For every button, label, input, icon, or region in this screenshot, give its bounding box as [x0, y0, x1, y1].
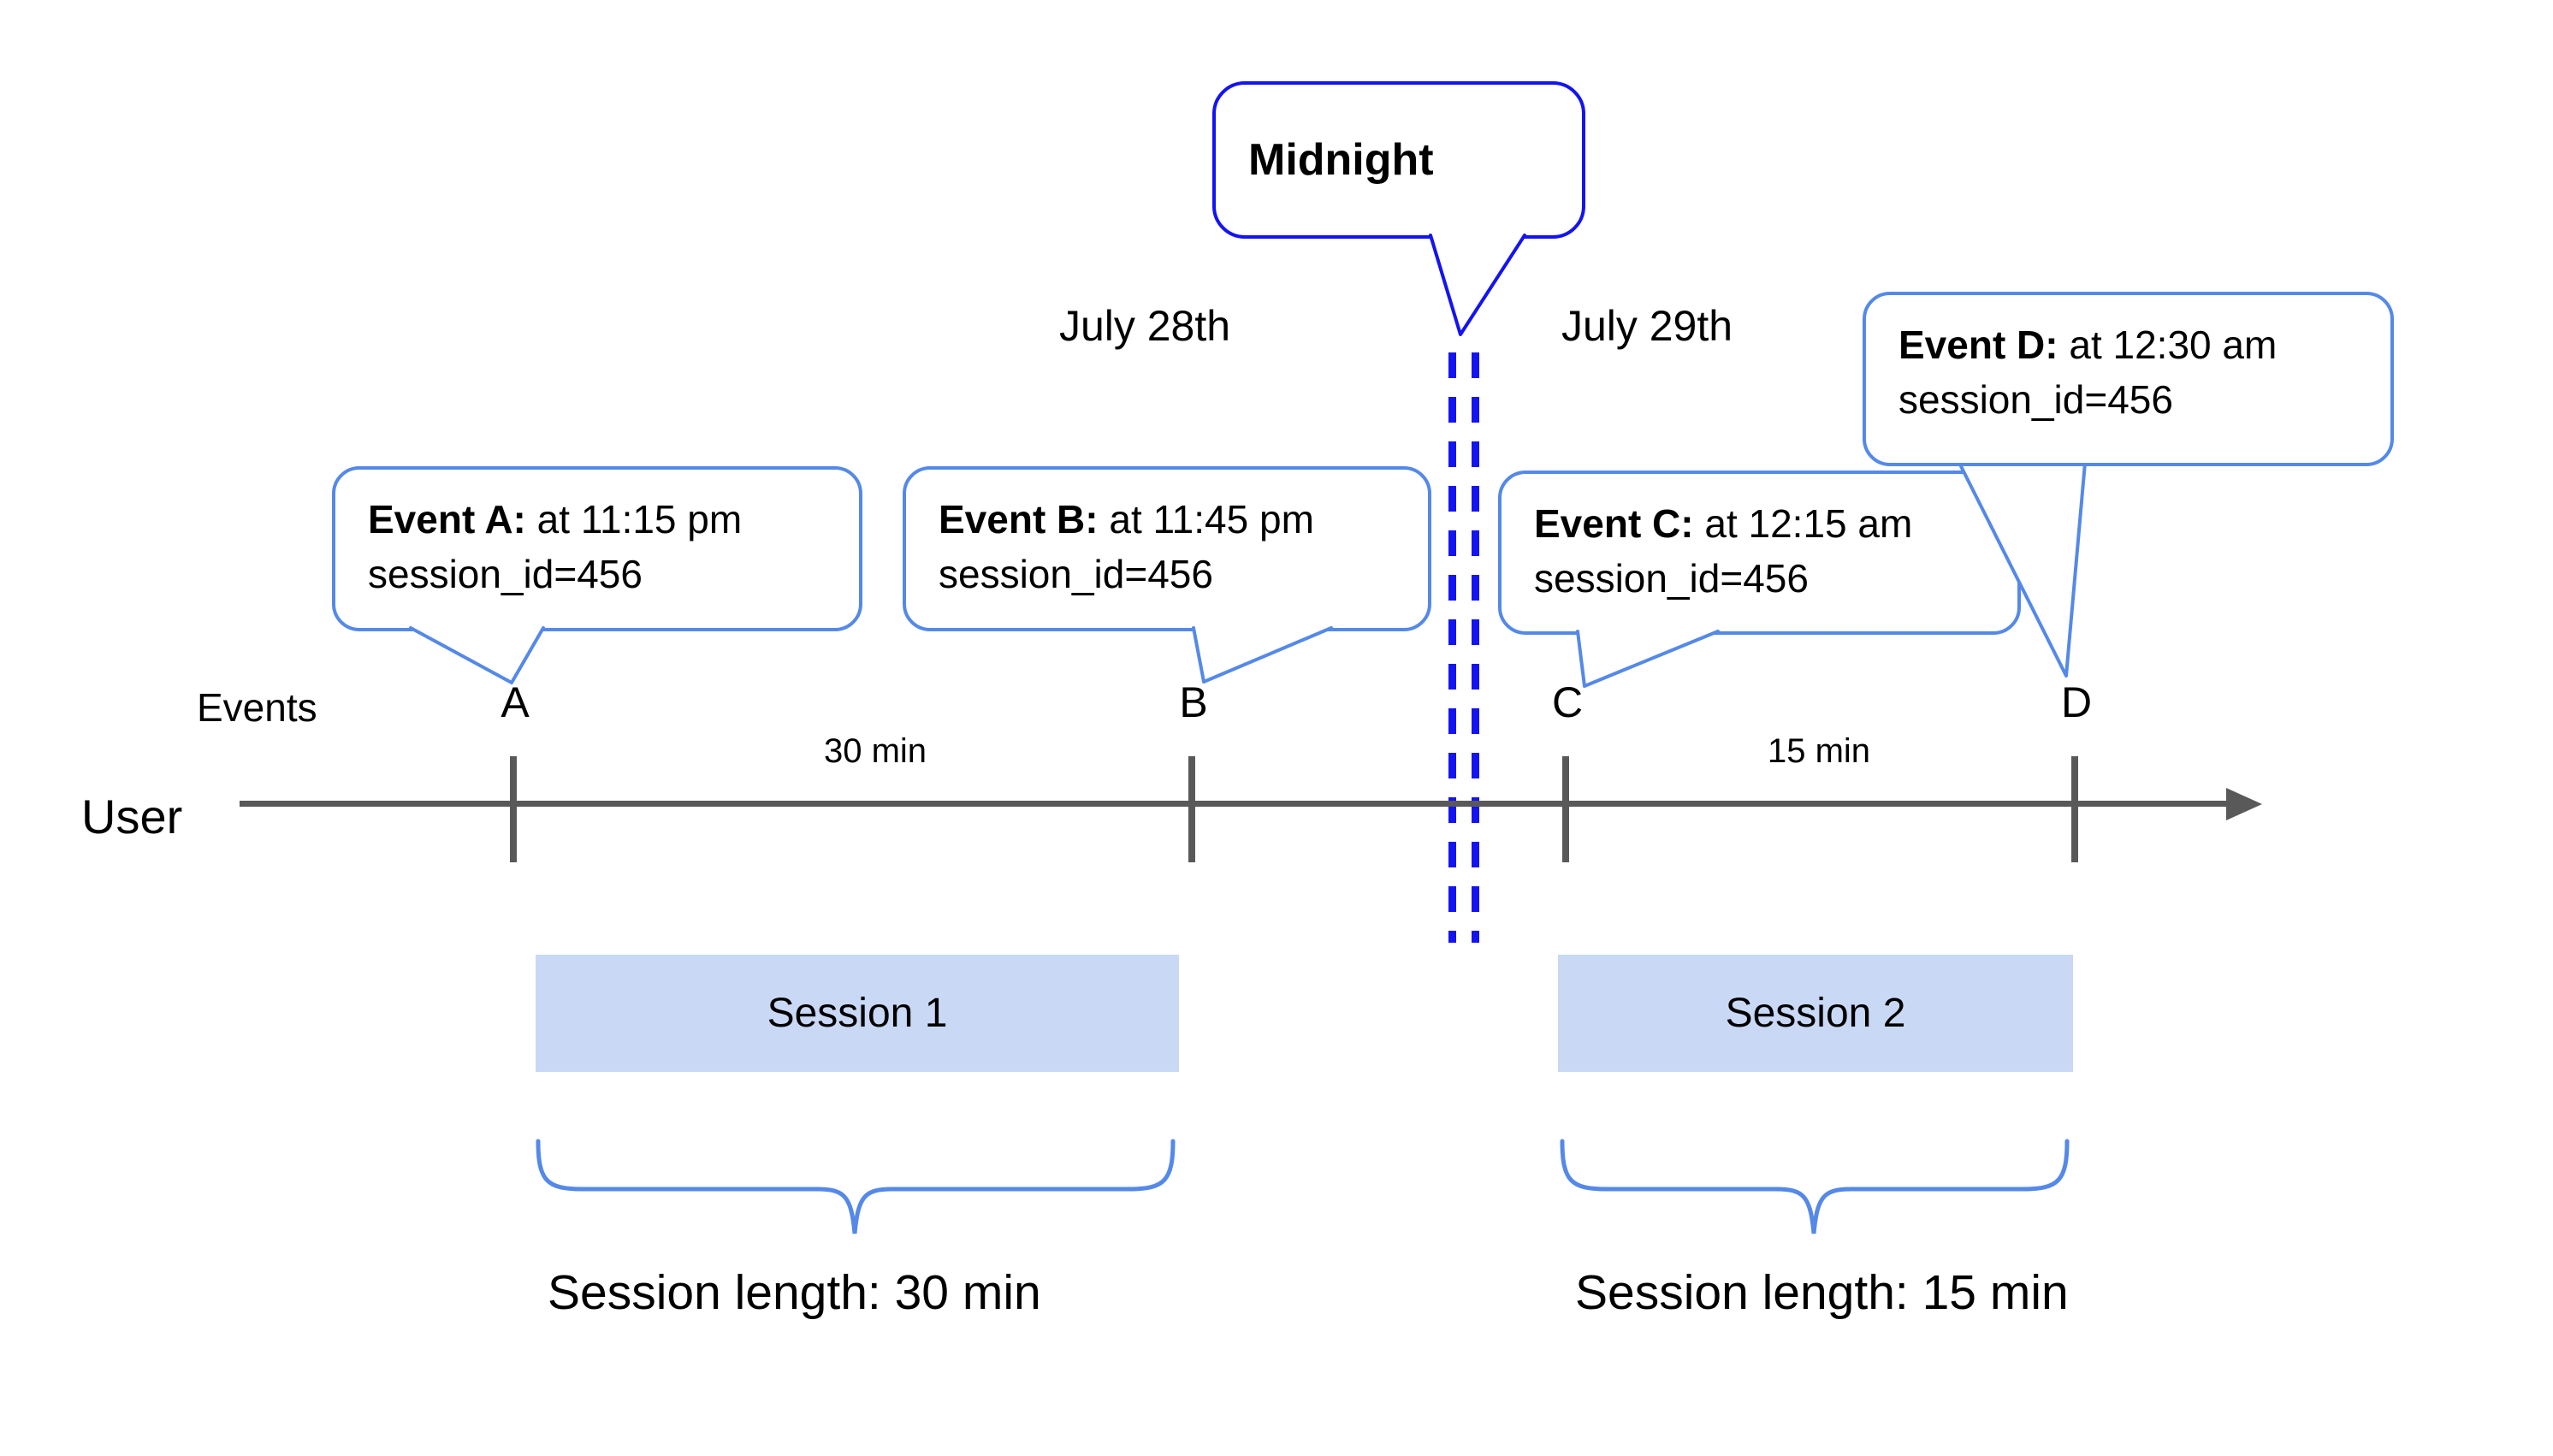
event-a-tick — [510, 756, 517, 862]
event-a-callout-tail — [409, 626, 545, 684]
date-label-july-28: July 28th — [1058, 302, 1231, 350]
session-2-brace — [1560, 1139, 2070, 1234]
event-a-title-line: Event A: at 11:15 pm — [368, 497, 743, 542]
session-2-label: Session 2 — [1725, 991, 1906, 1036]
gap-label-15min: 15 min — [1767, 732, 1871, 770]
event-b-callout-tail — [1192, 626, 1333, 684]
midnight-label: Midnight — [1248, 135, 1434, 185]
session-1-brace — [536, 1139, 1176, 1234]
event-d-title-line: Event D: at 12:30 am — [1898, 323, 2278, 367]
session-2-box: Session 2 — [1558, 955, 2073, 1072]
event-c-tick — [1562, 756, 1569, 862]
event-letter-b: B — [1179, 678, 1208, 726]
events-axis-label: Events — [197, 685, 317, 730]
midnight-divider-line-left — [1448, 352, 1456, 943]
session-1-box: Session 1 — [536, 955, 1179, 1072]
event-d-callout-tail — [1958, 461, 2087, 678]
event-letter-a: A — [501, 678, 530, 726]
event-letter-c: C — [1551, 678, 1584, 726]
event-d-session-line: session_id=456 — [1898, 377, 2173, 422]
user-axis-label: User — [81, 790, 183, 843]
event-b-title-line: Event B: at 11:45 pm — [939, 497, 1314, 542]
timeline-arrowhead-icon — [2226, 788, 2262, 820]
event-b-callout: Event B: at 11:45 pm session_id=456 — [903, 466, 1431, 631]
date-label-july-29: July 29th — [1561, 302, 1733, 350]
event-d-tick — [2071, 756, 2078, 862]
event-c-session-line: session_id=456 — [1534, 556, 1809, 601]
event-c-title-line: Event C: at 12:15 am — [1534, 501, 1913, 546]
midnight-bubble-tail — [1429, 234, 1526, 336]
event-d-callout: Event D: at 12:30 am session_id=456 — [1863, 292, 2394, 466]
user-timeline-axis — [240, 801, 2233, 807]
event-a-callout: Event A: at 11:15 pm session_id=456 — [332, 466, 862, 631]
midnight-bubble: Midnight — [1212, 81, 1585, 239]
session-1-length-label: Session length: 30 min — [548, 1265, 1041, 1320]
midnight-divider-line-right — [1472, 352, 1479, 943]
gap-label-30min: 30 min — [823, 732, 927, 770]
event-letter-d: D — [2060, 678, 2093, 726]
event-c-callout: Event C: at 12:15 am session_id=456 — [1498, 471, 2021, 635]
event-a-session-line: session_id=456 — [368, 552, 643, 596]
session-1-label: Session 1 — [767, 991, 948, 1036]
event-c-callout-tail — [1576, 630, 1720, 688]
event-b-session-line: session_id=456 — [939, 552, 1213, 596]
event-b-tick — [1188, 756, 1195, 862]
session-2-length-label: Session length: 15 min — [1575, 1265, 2069, 1320]
